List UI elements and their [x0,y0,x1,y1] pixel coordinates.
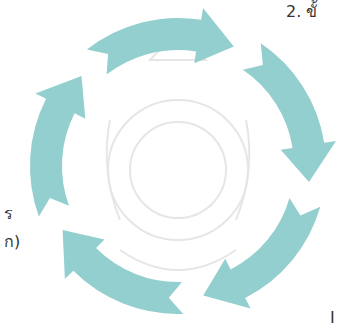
cycle-arrow [63,230,184,314]
watermark-emblem [107,30,250,270]
cycle-arrow [203,198,320,309]
label-text: ก) [4,232,20,251]
cycle-arrow [243,43,336,182]
watermark-ribbon [120,250,236,270]
label-text: I [330,308,335,327]
watermark-ring [108,100,248,240]
cycle-arrow [30,76,85,217]
cycle-arrows [30,8,336,314]
cycle-arrow [87,8,234,75]
label-text: 2. ขั้ [286,2,317,21]
watermark-wings [107,120,250,220]
label-text: ร [4,204,13,223]
watermark-ring [130,122,226,218]
